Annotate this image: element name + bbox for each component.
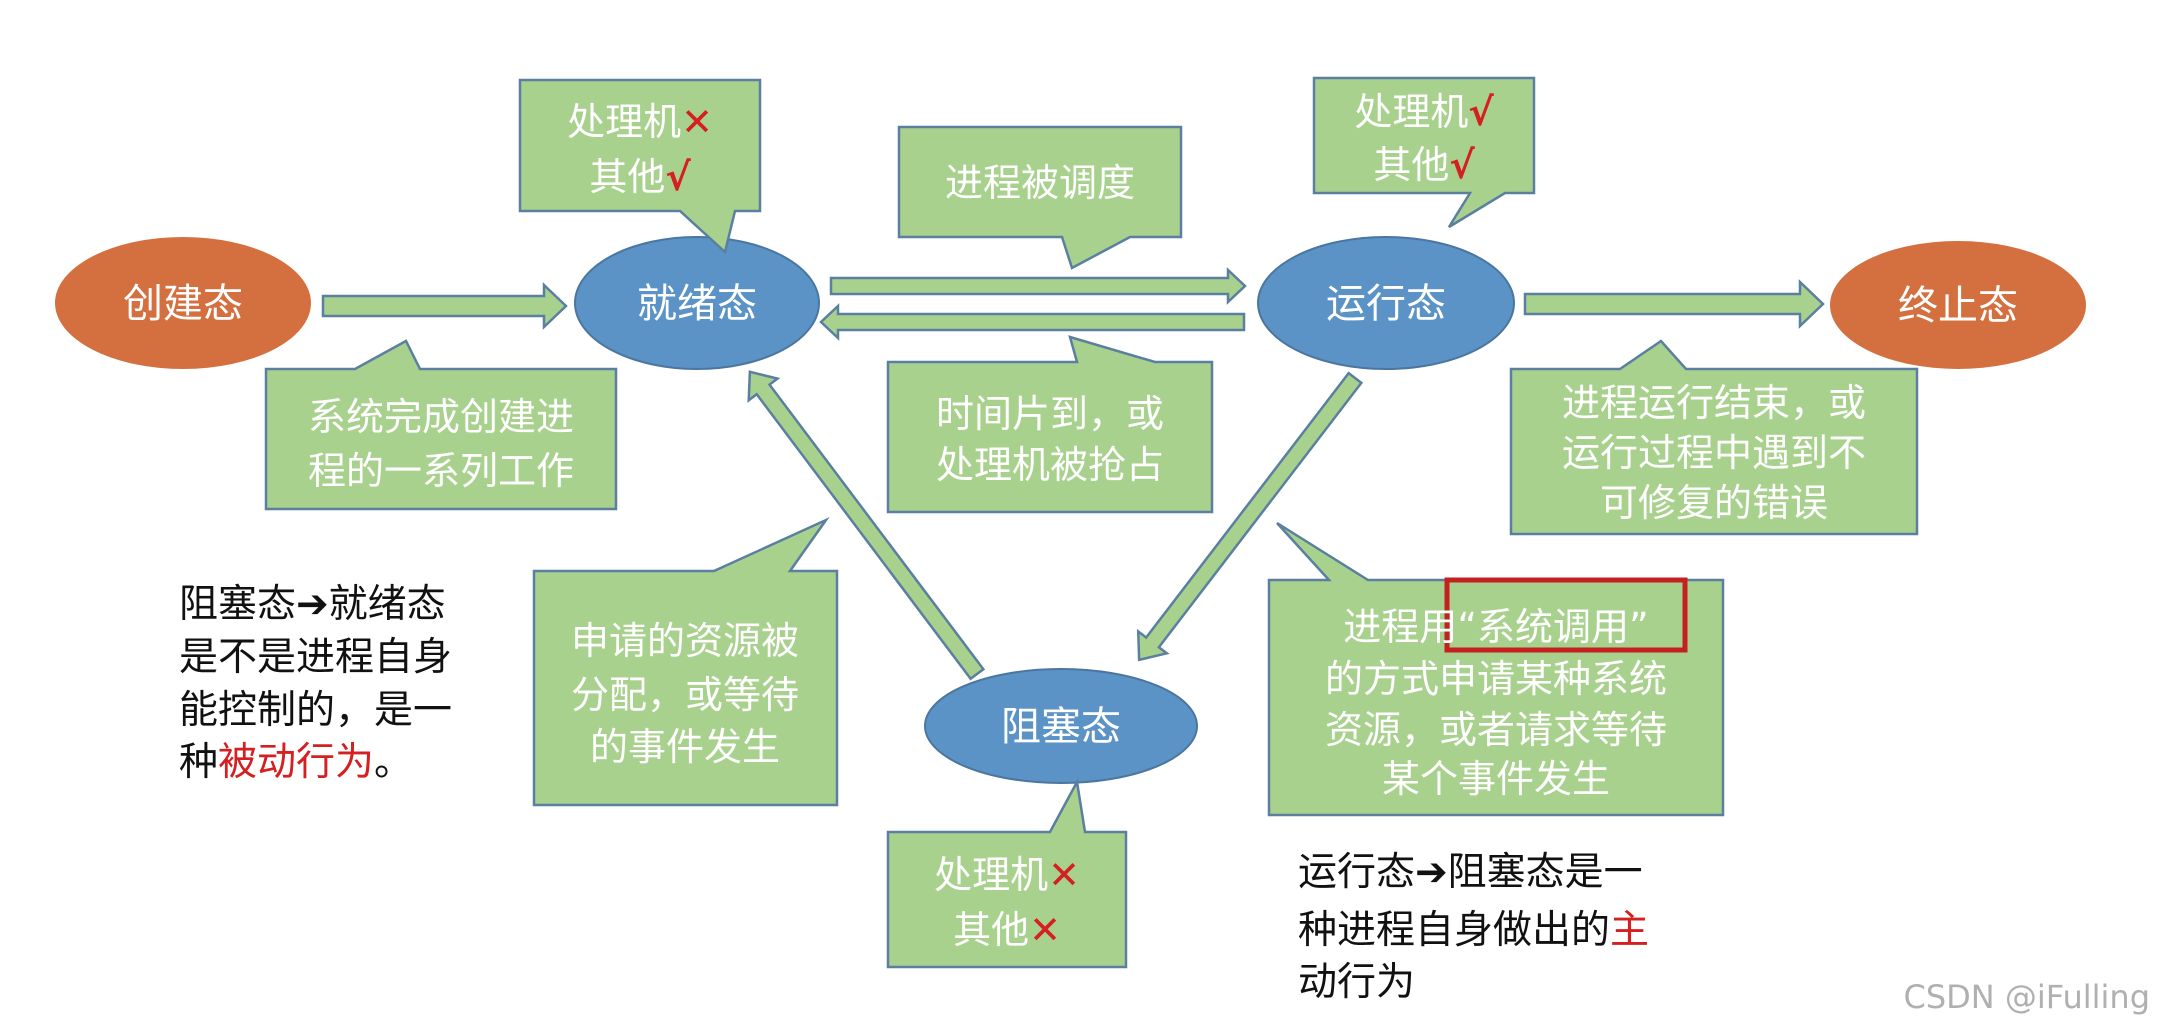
arrow-ready-to-running — [829, 267, 1247, 305]
callout-text: 处理机 — [567, 100, 681, 144]
cross-icon: ✕ — [681, 100, 713, 144]
note-text: 阻塞态➔就绪态 — [179, 582, 446, 627]
state-ready: 就绪态 — [574, 236, 820, 370]
callout-text: 分配，或等待 — [571, 673, 799, 717]
callout-text: 处理机 — [934, 853, 1048, 897]
state-running-label: 运行态 — [1326, 281, 1446, 327]
callout-text: 其他 — [953, 908, 1029, 952]
callout-time-slice: 时间片到，或 处理机被抢占 — [886, 335, 1214, 514]
note-running-to-blocked: 运行态➔阻塞态是一 种进程自身做出的主 动行为 — [1298, 850, 1649, 1005]
callout-system-call: 进程用“系统调用” 的方式申请某种系统 资源，或者请求等待 某个事件发生 — [1267, 521, 1725, 817]
callout-text: 的事件发生 — [590, 725, 780, 769]
callout-blocked-resources: 处理机✕ 其他✕ — [886, 778, 1128, 969]
callout-text: 可修复的错误 — [1600, 481, 1828, 525]
callout-text: 系统完成创建进 — [308, 395, 574, 439]
callout-text: 资源，或者请求等待 — [1325, 708, 1667, 752]
callout-resource-granted: 申请的资源被 分配，或等待 的事件发生 — [532, 516, 839, 807]
note-text: 能控制的，是一 — [179, 688, 452, 733]
callout-text: 的方式申请某种系统 — [1325, 657, 1667, 701]
cross-icon: ✕ — [1029, 908, 1061, 952]
note-emphasis: 动行为 — [1298, 960, 1415, 1005]
svg-text:其他√: 其他√ — [589, 155, 691, 199]
note-text: 运行态➔阻塞态是一 — [1298, 850, 1643, 895]
system-call-highlight-box — [1444, 577, 1688, 653]
callout-ready-resources: 处理机✕ 其他√ — [518, 78, 762, 255]
check-icon: √ — [665, 155, 691, 199]
callout-text: 进程用 — [1343, 605, 1457, 649]
svg-text:种被动行为。: 种被动行为。 — [179, 740, 413, 785]
check-icon: √ — [1449, 143, 1475, 187]
svg-text:其他√: 其他√ — [1373, 143, 1475, 187]
state-blocked: 阻塞态 — [924, 668, 1198, 784]
callout-text: 其他 — [589, 155, 665, 199]
arrow-running-to-ready — [819, 303, 1246, 341]
arrow-running-to-terminated — [1523, 279, 1825, 329]
callout-text: 运行过程中遇到不 — [1562, 431, 1866, 475]
callout-scheduled: 进程被调度 — [897, 125, 1183, 270]
svg-text:处理机✕: 处理机✕ — [934, 853, 1080, 897]
callout-text: 进程运行结束，或 — [1562, 381, 1866, 425]
callout-text: 进程被调度 — [945, 161, 1135, 205]
svg-text:处理机√: 处理机√ — [1354, 90, 1494, 134]
state-created: 创建态 — [55, 237, 311, 369]
note-text: 种 — [179, 740, 218, 785]
callout-text: 时间片到，或 — [936, 392, 1164, 436]
arrow-running-to-blocked — [1136, 371, 1364, 662]
note-emphasis: 主 — [1610, 908, 1649, 953]
note-emphasis: 被动行为 — [218, 740, 374, 785]
svg-text:种进程自身做出的主: 种进程自身做出的主 — [1298, 908, 1649, 953]
callout-text: 处理机被抢占 — [936, 443, 1164, 487]
watermark: CSDN @iFulling — [1904, 978, 2151, 1016]
arrow-blocked-to-ready — [747, 370, 986, 681]
state-running: 运行态 — [1257, 236, 1515, 370]
callout-text: 申请的资源被 — [571, 619, 799, 663]
state-ready-label: 就绪态 — [637, 281, 757, 327]
callout-text: 其他 — [1373, 143, 1449, 187]
note-text: 种进程自身做出的 — [1298, 908, 1610, 953]
callout-running-resources: 处理机√ 其他√ — [1312, 76, 1536, 229]
callout-create-work: 系统完成创建进 程的一系列工作 — [264, 339, 618, 511]
svg-text:处理机✕: 处理机✕ — [567, 100, 713, 144]
callout-text: 处理机 — [1354, 90, 1468, 134]
state-terminated: 终止态 — [1830, 241, 2086, 369]
callout-text: 程的一系列工作 — [308, 449, 574, 493]
cross-icon: ✕ — [1048, 853, 1080, 897]
svg-text:进程用“系统调用”: 进程用“系统调用” — [1343, 605, 1648, 649]
check-icon: √ — [1468, 90, 1494, 134]
callout-finished: 进程运行结束，或 运行过程中遇到不 可修复的错误 — [1509, 339, 1919, 536]
svg-text:其他✕: 其他✕ — [953, 908, 1061, 952]
note-text: 。 — [374, 740, 413, 785]
callout-text: 某个事件发生 — [1382, 757, 1610, 801]
state-terminated-label: 终止态 — [1898, 283, 2018, 329]
note-blocked-to-ready: 阻塞态➔就绪态 是不是进程自身 能控制的，是一 种被动行为。 — [179, 582, 452, 785]
note-text: 是不是进程自身 — [179, 635, 452, 680]
state-blocked-label: 阻塞态 — [1001, 704, 1121, 750]
arrow-created-to-ready — [321, 282, 568, 330]
state-created-label: 创建态 — [123, 281, 243, 327]
system-call-highlight: “系统调用” — [1457, 605, 1648, 649]
